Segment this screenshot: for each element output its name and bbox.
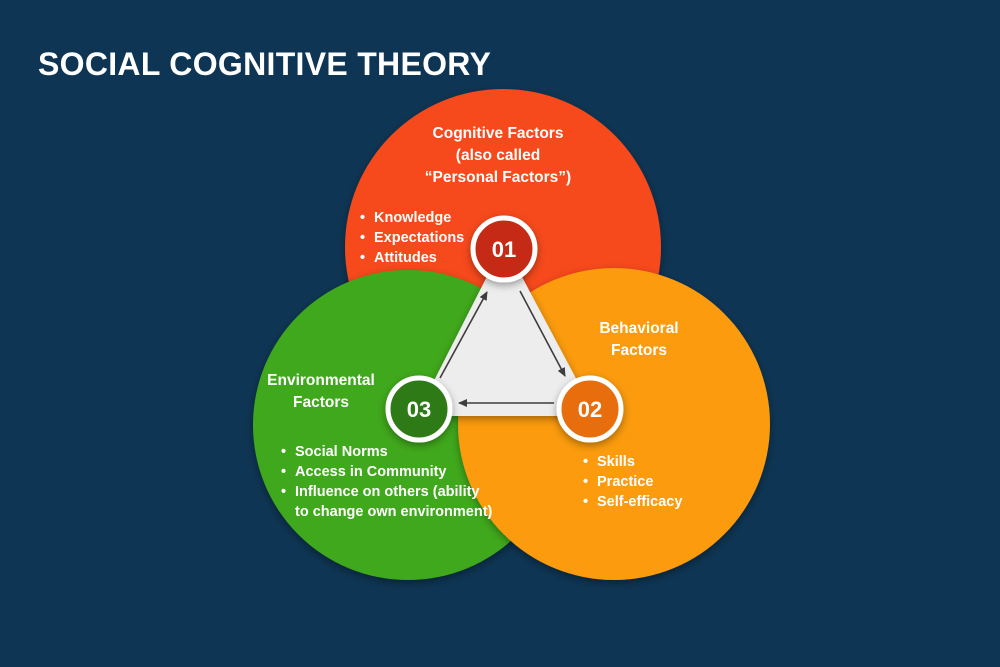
bullet-icon: • <box>281 444 286 460</box>
node-number: 01 <box>492 237 516 262</box>
list-item: Skills <box>597 454 635 470</box>
environmental-heading: Environmental Factors <box>267 372 375 411</box>
bullet-icon: • <box>360 230 365 246</box>
heading-line: Environmental <box>267 372 375 389</box>
cognitive-bullet-list: • Knowledge • Expectations • Attitudes <box>360 210 464 266</box>
center-triangle <box>416 243 596 416</box>
list-item: Knowledge <box>374 210 451 226</box>
bullet-icon: • <box>583 474 588 490</box>
node-number: 02 <box>578 397 602 422</box>
bullet-icon: • <box>583 454 588 470</box>
heading-line: (also called <box>456 147 540 164</box>
heading-line: Factors <box>293 394 349 411</box>
bullet-icon: • <box>360 250 365 266</box>
environmental-bullet-list: • Social Norms • Access in Community • I… <box>281 444 493 520</box>
list-item: Self-efficacy <box>597 494 682 510</box>
heading-line: Factors <box>611 342 667 359</box>
bullet-icon: • <box>281 484 286 500</box>
arrow-icon <box>519 290 566 377</box>
list-item: Social Norms <box>295 444 388 460</box>
arrow-icon <box>439 291 488 379</box>
heading-line: “Personal Factors”) <box>425 169 571 186</box>
node-02: 02 <box>556 375 624 443</box>
bullet-icon: • <box>281 464 286 480</box>
bullet-icon: • <box>583 494 588 510</box>
behavioral-heading: Behavioral Factors <box>599 320 678 359</box>
bullet-icon: • <box>360 210 365 226</box>
node-01: 01 <box>470 215 538 283</box>
node-number: 03 <box>407 397 431 422</box>
heading-line: Behavioral <box>599 320 678 337</box>
behavioral-bullet-list: • Skills • Practice • Self-efficacy <box>583 454 682 510</box>
list-item: to change own environment) <box>295 504 493 520</box>
list-item: Practice <box>597 474 653 490</box>
list-item: Access in Community <box>295 464 447 480</box>
list-item: Attitudes <box>374 250 437 266</box>
node-03: 03 <box>385 375 453 443</box>
page-title: SOCIAL COGNITIVE THEORY <box>38 46 492 82</box>
cognitive-heading: Cognitive Factors (also called “Personal… <box>425 125 571 186</box>
list-item: Influence on others (ability <box>295 484 480 500</box>
list-item: Expectations <box>374 230 464 246</box>
heading-line: Cognitive Factors <box>433 125 564 142</box>
